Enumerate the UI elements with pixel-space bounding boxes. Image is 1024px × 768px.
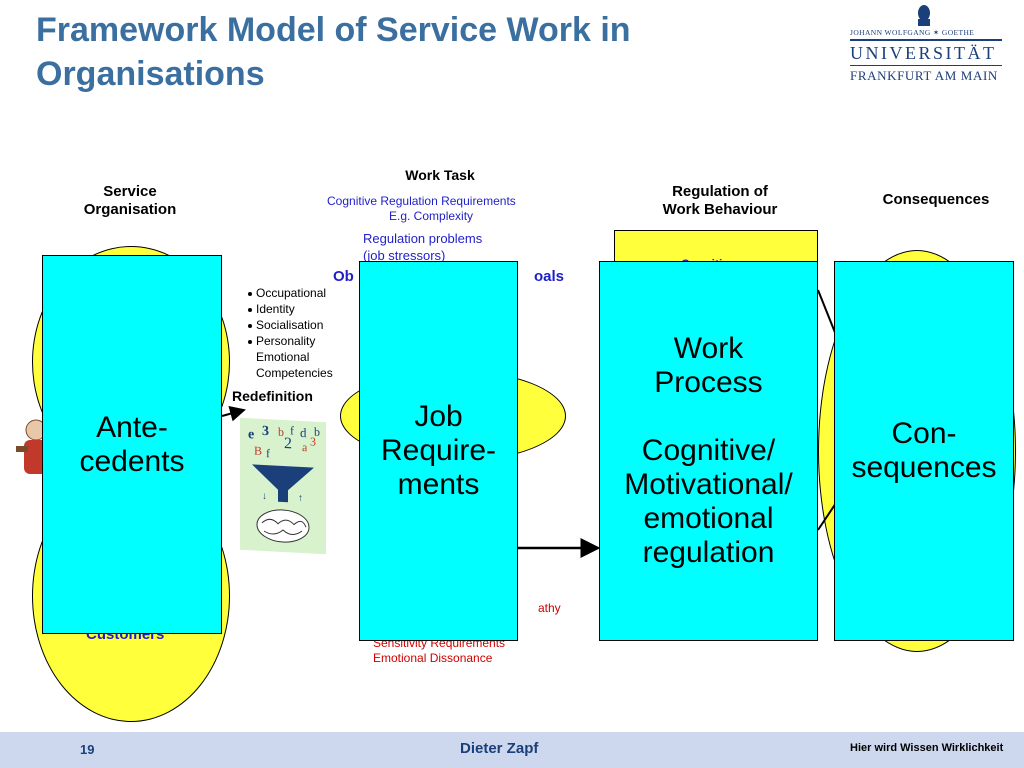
svg-text:2: 2 (284, 435, 292, 452)
svg-text:a: a (302, 440, 308, 454)
cognitive-prefix: Cognitive (327, 194, 378, 208)
svg-text:3: 3 (310, 434, 316, 448)
logo-university: UNIVERSITÄT (850, 42, 997, 63)
list-item: Personality (248, 333, 358, 349)
bullet-icon (248, 307, 252, 312)
work-process-box: Work Process Cognitive/ Motivational/ em… (599, 261, 818, 641)
list-item-text: Emotional (256, 350, 310, 364)
list-item-text: Personality (256, 334, 316, 348)
bullet-icon (248, 291, 252, 296)
svg-text:e: e (248, 427, 254, 442)
job-stressors: (job stressors) (363, 248, 446, 263)
emotional-dissonance: Emotional Dissonance (373, 651, 493, 665)
antecedents-box: Ante- cedents (42, 255, 222, 634)
list-item: Emotional (248, 349, 358, 365)
list-item: Identity (248, 301, 358, 317)
svg-text:B: B (254, 443, 262, 457)
slide-title-line1: Framework Model of Service Work in (36, 11, 631, 49)
slide-footer: 19 Dieter Zapf Hier wird Wissen Wirklich… (0, 732, 1024, 768)
logo-divider (850, 39, 1002, 41)
svg-text:b: b (278, 425, 284, 439)
redefinition-arrow (221, 405, 246, 422)
bullet-icon (248, 339, 252, 344)
list-item-text: Competencies (256, 366, 333, 380)
work-task-regulation-note: Cognitive Regulation Requirements (327, 194, 557, 209)
goethe-portrait-icon (910, 4, 938, 26)
ob-partial: Ob (333, 268, 354, 285)
svg-text:f: f (290, 423, 294, 437)
funnel-brain-icon: e 3 b f d b 2 a B f 3 ↓ ↑ (248, 423, 320, 543)
slide-title: Framework Model of Service Work in Organ… (36, 8, 796, 96)
brain-filter-illustration: e 3 b f d b 2 a B f 3 ↓ ↑ (240, 417, 326, 555)
slide-title-line2: Organisations (36, 55, 265, 93)
consequences-box: Con- sequences (834, 261, 1014, 641)
list-item: Socialisation (248, 317, 358, 333)
svg-text:3: 3 (262, 424, 269, 439)
page-number: 19 (80, 742, 95, 757)
svg-text:↑: ↑ (298, 493, 303, 504)
list-item: Competencies (248, 365, 358, 381)
list-item-text: Socialisation (256, 318, 324, 332)
svg-text:d: d (300, 425, 307, 440)
heading-line: Service (103, 183, 157, 200)
logo-top-text: JOHANN WOLFGANG ✶ GOETHE (850, 28, 975, 37)
footer-slogan: Hier wird Wissen Wirklichkeit (850, 742, 1004, 754)
empathy-partial: athy (538, 601, 561, 615)
footer-author: Dieter Zapf (460, 740, 539, 757)
redefinition-label: Redefinition (232, 388, 313, 404)
logo-divider (850, 64, 1002, 66)
logo-city: FRANKFURT AM MAIN (850, 68, 998, 83)
svg-text:b: b (314, 425, 320, 439)
job-requirements-box: Job Require- ments (359, 261, 518, 641)
heading-regulation: Regulation of Work Behaviour (640, 183, 800, 219)
svg-text:↓: ↓ (262, 491, 267, 502)
heading-consequences: Consequences (882, 191, 990, 208)
antecedents-bullet-list: Occupational Identity Socialisation Pers… (248, 285, 358, 381)
heading-work-task: Work Task (405, 167, 475, 183)
heading-line: Organisation (83, 201, 177, 218)
svg-text:f: f (266, 446, 270, 460)
heading-service-organisation: Service Organisation (70, 183, 190, 219)
list-item-text: Identity (256, 302, 295, 316)
list-item: Occupational (248, 285, 358, 301)
bullet-icon (248, 323, 252, 328)
heading-line: Work Behaviour (662, 201, 778, 218)
list-item-text: Occupational (256, 286, 327, 300)
regulation-problems: Regulation problems (363, 231, 483, 246)
university-logo: JOHANN WOLFGANG ✶ GOETHE UNIVERSITÄT FRA… (850, 5, 1010, 83)
eg-complexity: E.g. Complexity (389, 209, 474, 223)
goals-partial: oals (534, 268, 565, 285)
heading-line: Regulation of (672, 183, 768, 200)
regulation-requirements: Regulation Requirements (380, 194, 516, 208)
